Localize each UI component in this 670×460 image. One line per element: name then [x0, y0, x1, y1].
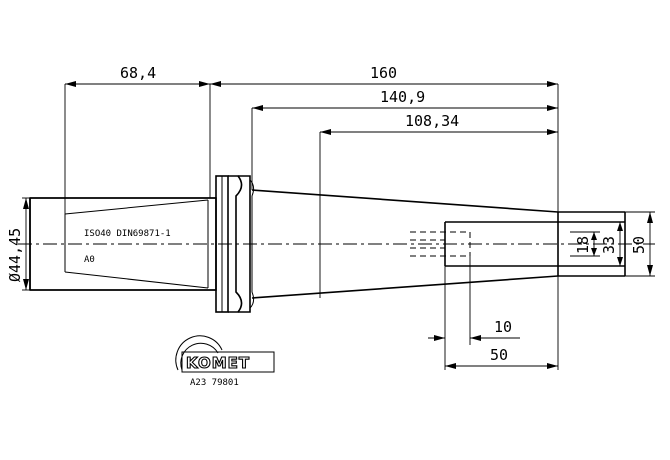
- dim-50-diameter-label: 50: [630, 236, 648, 254]
- dim-108-34: 108,34: [320, 112, 558, 135]
- dim-50-diameter: 50: [630, 212, 653, 276]
- dim-10: 10: [428, 318, 520, 341]
- dim-50-length: 50: [445, 276, 559, 370]
- logo-part-number: A23 79801: [190, 378, 239, 388]
- taper-shank: [29, 197, 217, 291]
- dim-33-label: 33: [600, 236, 618, 254]
- dim-160: 160: [210, 64, 558, 87]
- dim-68-4-label: 68,4: [120, 64, 156, 82]
- dim-140-9-label: 140,9: [380, 88, 425, 106]
- dim-140-9: 140,9: [252, 88, 558, 111]
- dim-33: 33: [600, 222, 623, 266]
- dim-10-label: 10: [494, 318, 512, 336]
- dim-108-34-label: 108,34: [405, 112, 459, 130]
- logo-brand: KOMET: [186, 354, 250, 372]
- dim-18: 18: [574, 232, 597, 256]
- komet-logo: KOMET A23 79801: [175, 335, 275, 388]
- dim-50-length-label: 50: [490, 346, 508, 364]
- holder-body: [251, 189, 626, 299]
- taper-standard-label: ISO40 DIN69871-1: [84, 229, 171, 239]
- dim-18-label: 18: [574, 236, 592, 254]
- extension-lines: [22, 84, 655, 370]
- taper-form-label: A0: [84, 255, 95, 265]
- dim-68-4: 68,4: [65, 64, 210, 87]
- dim-diameter-44-45-label: Ø44,45: [6, 228, 24, 282]
- dim-diameter-44-45: Ø44,45: [6, 198, 29, 290]
- dim-160-label: 160: [370, 64, 397, 82]
- flange: [215, 175, 255, 313]
